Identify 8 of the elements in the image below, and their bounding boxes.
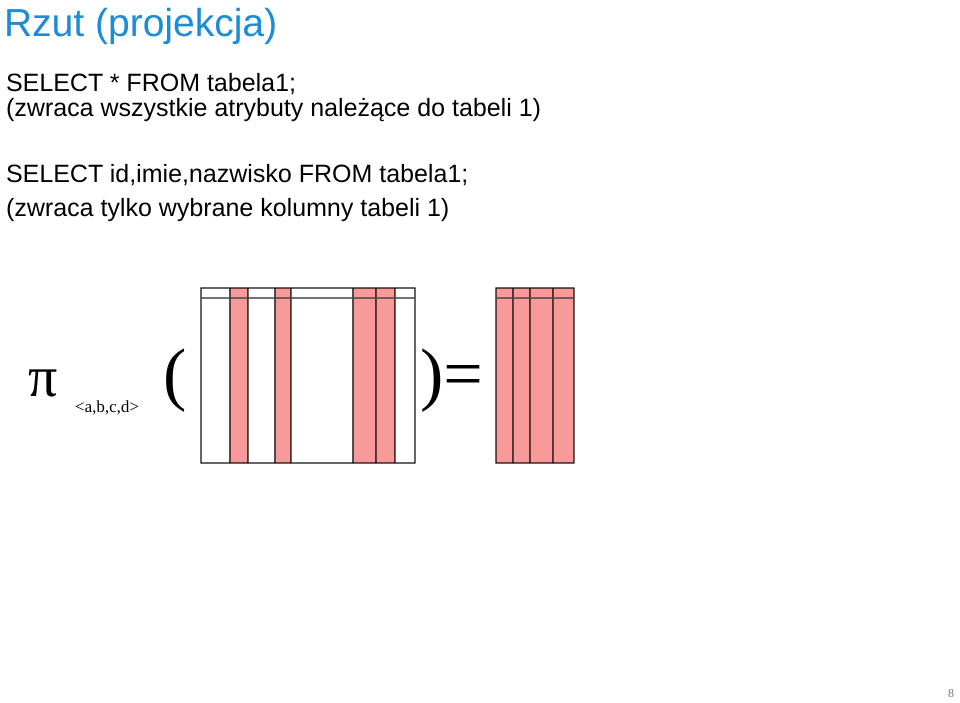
equation-operator: )= — [420, 340, 483, 410]
attribute-subscript: <a,b,c,d> — [75, 398, 140, 415]
slide-title: Rzut (projekcja) — [4, 2, 278, 46]
page-number: 8 — [948, 686, 954, 701]
explanation-text: (zwraca tylko wybrane kolumny tabeli 1) — [6, 194, 450, 223]
open-parenthesis: ( — [163, 340, 186, 410]
sql-query: SELECT id,imie,nazwisko FROM tabela1; — [6, 160, 468, 189]
projection-symbol: π — [28, 348, 58, 406]
